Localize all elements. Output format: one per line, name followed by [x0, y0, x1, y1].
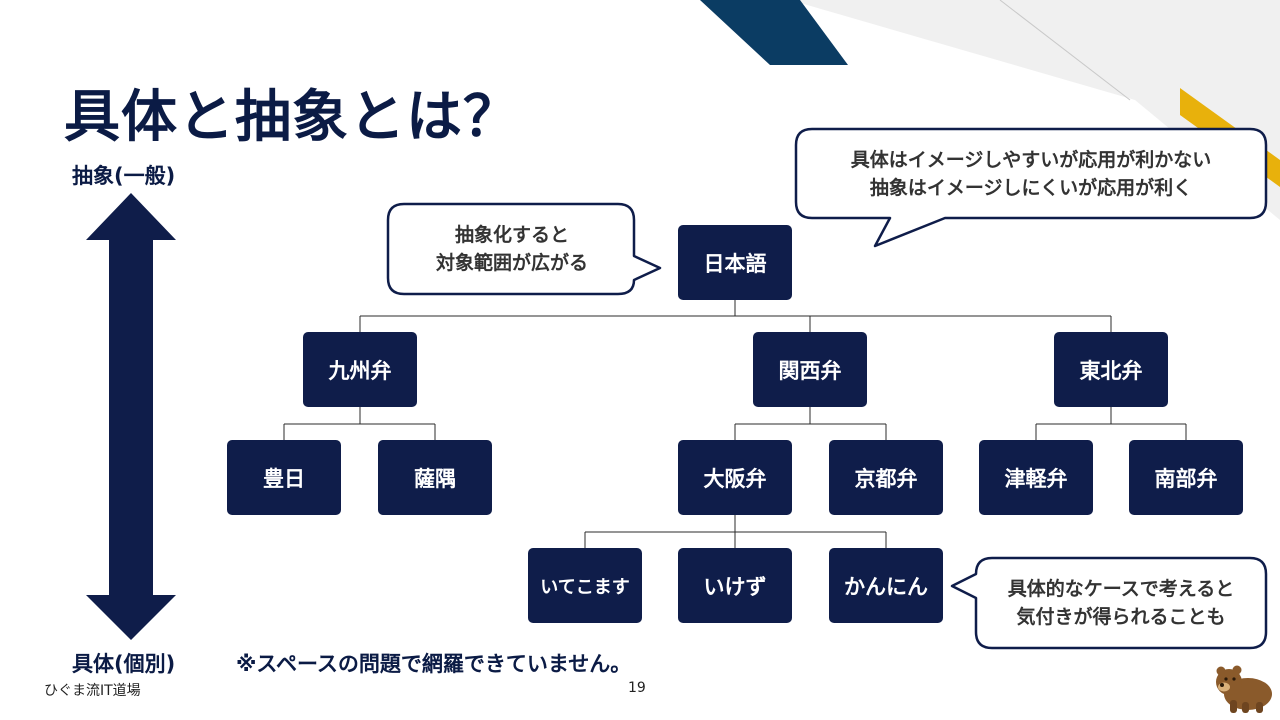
tree-node-level2: 津軽弁	[979, 440, 1093, 515]
abstraction-callout-line1: 抽象化すると	[454, 224, 569, 246]
tree-node-level1: 九州弁	[303, 332, 417, 407]
concrete-callout: 具体的なケースで考えると 気付きが得られることも	[978, 560, 1264, 646]
footer-brand: ひぐま流IT道場	[44, 683, 141, 699]
tree-node-level3: いてこます	[528, 548, 642, 623]
tree-node-level1: 関西弁	[753, 332, 867, 407]
tree-node-level2: 薩隅	[378, 440, 492, 515]
tree-node-level3: いけず	[678, 548, 792, 623]
axis-label-concrete: 具体(個別)	[72, 652, 176, 676]
concrete-callout-line2: 気付きが得られることも	[1016, 606, 1226, 628]
concrete-callout-line1: 具体的なケースで考えると	[1007, 578, 1235, 600]
tree-node-level2: 豊日	[227, 440, 341, 515]
abstraction-callout-line2: 対象範囲が広がる	[435, 252, 588, 274]
tradeoff-callout-line1: 具体はイメージしやすいが応用が利かない	[850, 148, 1212, 171]
page-number: 19	[628, 680, 646, 696]
tree-node-level2: 南部弁	[1129, 440, 1243, 515]
space-note: ※スペースの問題で網羅できていません。	[236, 652, 632, 676]
tree-node-level2: 大阪弁	[678, 440, 792, 515]
page-title: 具体と抽象とは？	[64, 85, 520, 150]
bear-icon	[1216, 665, 1272, 713]
axis-label-abstract: 抽象(一般)	[72, 164, 176, 188]
tradeoff-callout-line2: 抽象はイメージしにくいが応用が利く	[869, 176, 1193, 199]
tree-node-level2: 京都弁	[829, 440, 943, 515]
tradeoff-callout: 具体はイメージしやすいが応用が利かない 抽象はイメージしにくいが応用が利く	[798, 131, 1264, 216]
tree-node-level3: かんにん	[829, 548, 943, 623]
abstraction-callout: 抽象化すると 対象範囲が広がる	[390, 206, 634, 292]
tree-node-root: 日本語	[678, 225, 792, 300]
tree-node-level1: 東北弁	[1054, 332, 1168, 407]
